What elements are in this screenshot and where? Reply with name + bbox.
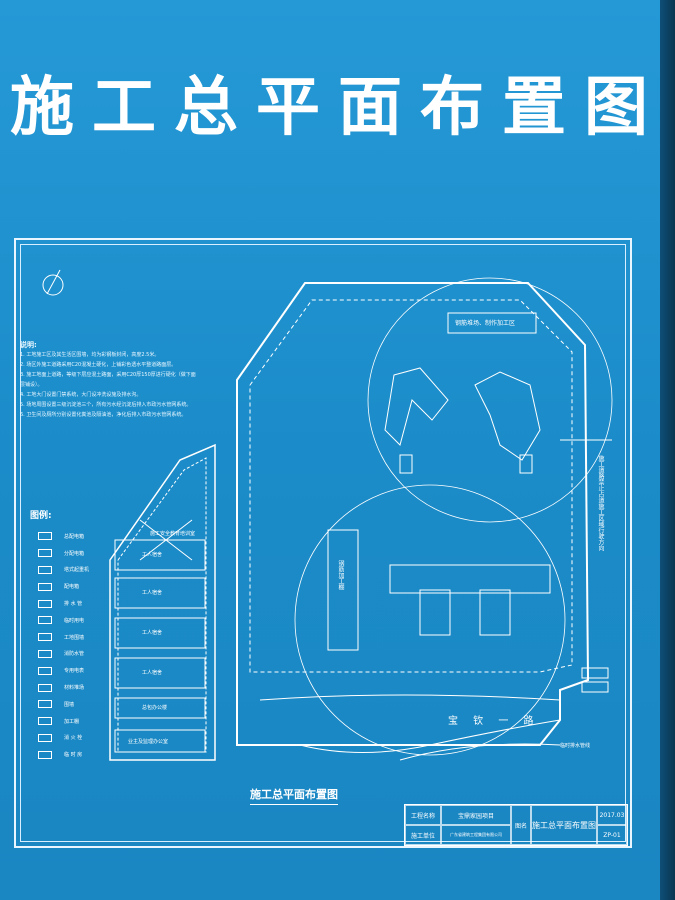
legend-symbol (38, 666, 52, 675)
dorm-label: 工人宿舍 (142, 590, 163, 596)
drawing-date: 2017.03 (597, 805, 627, 825)
legend-title: 图例: (30, 511, 52, 521)
legend-symbol (38, 549, 52, 558)
crane-radius-1 (367, 277, 613, 523)
material-yard (327, 529, 359, 651)
legend-symbol (38, 717, 52, 726)
legend-item: 塔式起重机 (38, 562, 98, 579)
drawing-name-label: 图名 (511, 805, 531, 845)
office-label: 业主及监理办公室 (128, 739, 169, 745)
legend-symbol (38, 649, 52, 658)
legend-symbol (38, 599, 52, 608)
unit-label: 施工单位 (405, 825, 441, 845)
legend-item: 总配电箱 (38, 528, 98, 545)
legend-symbol (38, 582, 52, 591)
note-item: 6. 卫生间及厕所分别设置化粪池及隔油池，净化后排入市政污水管网系统。 (20, 412, 187, 418)
legend-symbol (38, 750, 52, 759)
note-item: 4. 工地大门设置门禁系统，大门设冲洗设施及排水沟。 (20, 392, 142, 398)
dorm-label: 工人宿舍 (142, 670, 163, 676)
legend-item: 分配电箱 (38, 545, 98, 562)
drawing-name: 施工总平面布置图 (531, 805, 597, 845)
board-edge (660, 0, 675, 900)
legend-symbol (38, 733, 52, 742)
note-item: 1. 工地施工区及其生活区围墙，均为彩钢板封闭，高度2.5米。 (20, 352, 160, 358)
road-curve (259, 694, 561, 701)
shed-label: 钢筋加工棚 (337, 560, 344, 590)
poster-title: 施工总平面布置图 (10, 71, 666, 145)
drawing-code: ZP-01 (597, 825, 627, 845)
notes-heading: 说明: (20, 341, 37, 349)
site-boundary (236, 282, 590, 746)
legend-item: 临时用电 (38, 612, 98, 629)
legend-item: 加工棚 (38, 713, 98, 730)
legend-item: 消 火 栓 (38, 730, 98, 747)
side-note: 施工道路禁止占道施工区域行驶方向 (597, 455, 604, 551)
unit-value: 广东省建筑工程集团有限公司 (441, 825, 511, 845)
north-arrow-icon (42, 274, 64, 296)
site-plan-frame (14, 238, 632, 848)
inner-road (249, 299, 573, 673)
legend-symbol (38, 700, 52, 709)
legend-item: 临 时 房 (38, 746, 98, 763)
legend-symbol (38, 532, 52, 541)
building-south (389, 564, 551, 594)
note-item: 3. 施工地面上道路，等级下层应混土路面，采用C20厚150厚进行硬化（做下面层… (20, 372, 196, 388)
top-label-box (447, 312, 537, 334)
office-label: 总包办公楼 (142, 705, 168, 711)
legend-item: 排 水 管 (38, 595, 98, 612)
crane-radius-2 (294, 484, 566, 756)
gate-label: 临时排水管线 (560, 743, 591, 749)
building-north-right (474, 371, 541, 461)
dorm-label: 工人宿舍 (142, 552, 163, 558)
site-plan-inner-frame (20, 244, 626, 842)
building-north-left (384, 367, 449, 446)
legend-item: 专用电表 (38, 662, 98, 679)
living-compound (109, 443, 216, 761)
training-room-label: 施工安全教育培训室 (150, 531, 196, 537)
legend-item: 配电箱 (38, 578, 98, 595)
legend-item: 工地围墙 (38, 629, 98, 646)
legend-symbol (38, 565, 52, 574)
note-item: 5. 场地周围设置三级沉淀池三个，所有污水经沉淀后排入市政污水管网系统。 (20, 402, 192, 408)
plan-caption: 施工总平面布置图 (250, 786, 338, 805)
legend-list: 总配电箱 分配电箱 塔式起重机 配电箱 排 水 管 临时用电 工地围墙 消防水管… (38, 528, 98, 763)
warehouse-label: 钢筋堆场、制作加工区 (455, 320, 516, 327)
project-label: 工程名称 (405, 805, 441, 825)
road-label: 宝 钦 一 路 (448, 716, 540, 727)
title-block: 工程名称 宝鼎家园项目 施工单位 广东省建筑工程集团有限公司 图名 施工总平面布… (404, 804, 628, 846)
project-value: 宝鼎家园项目 (441, 805, 511, 825)
legend-symbol (38, 633, 52, 642)
legend-item: 材料堆场 (38, 679, 98, 696)
legend-item: 消防水管 (38, 646, 98, 663)
dorm-label: 工人宿舍 (142, 630, 163, 636)
legend-item: 围墙 (38, 696, 98, 713)
legend-symbol (38, 616, 52, 625)
note-item: 2. 场区外施工道路采用C20混凝土硬化，上铺彩色透水平整道路面层。 (20, 362, 177, 368)
notes-block: 说明: 1. 工地施工区及其生活区围墙，均为彩钢板封闭，高度2.5米。 2. 场… (20, 340, 200, 420)
legend-symbol (38, 683, 52, 692)
